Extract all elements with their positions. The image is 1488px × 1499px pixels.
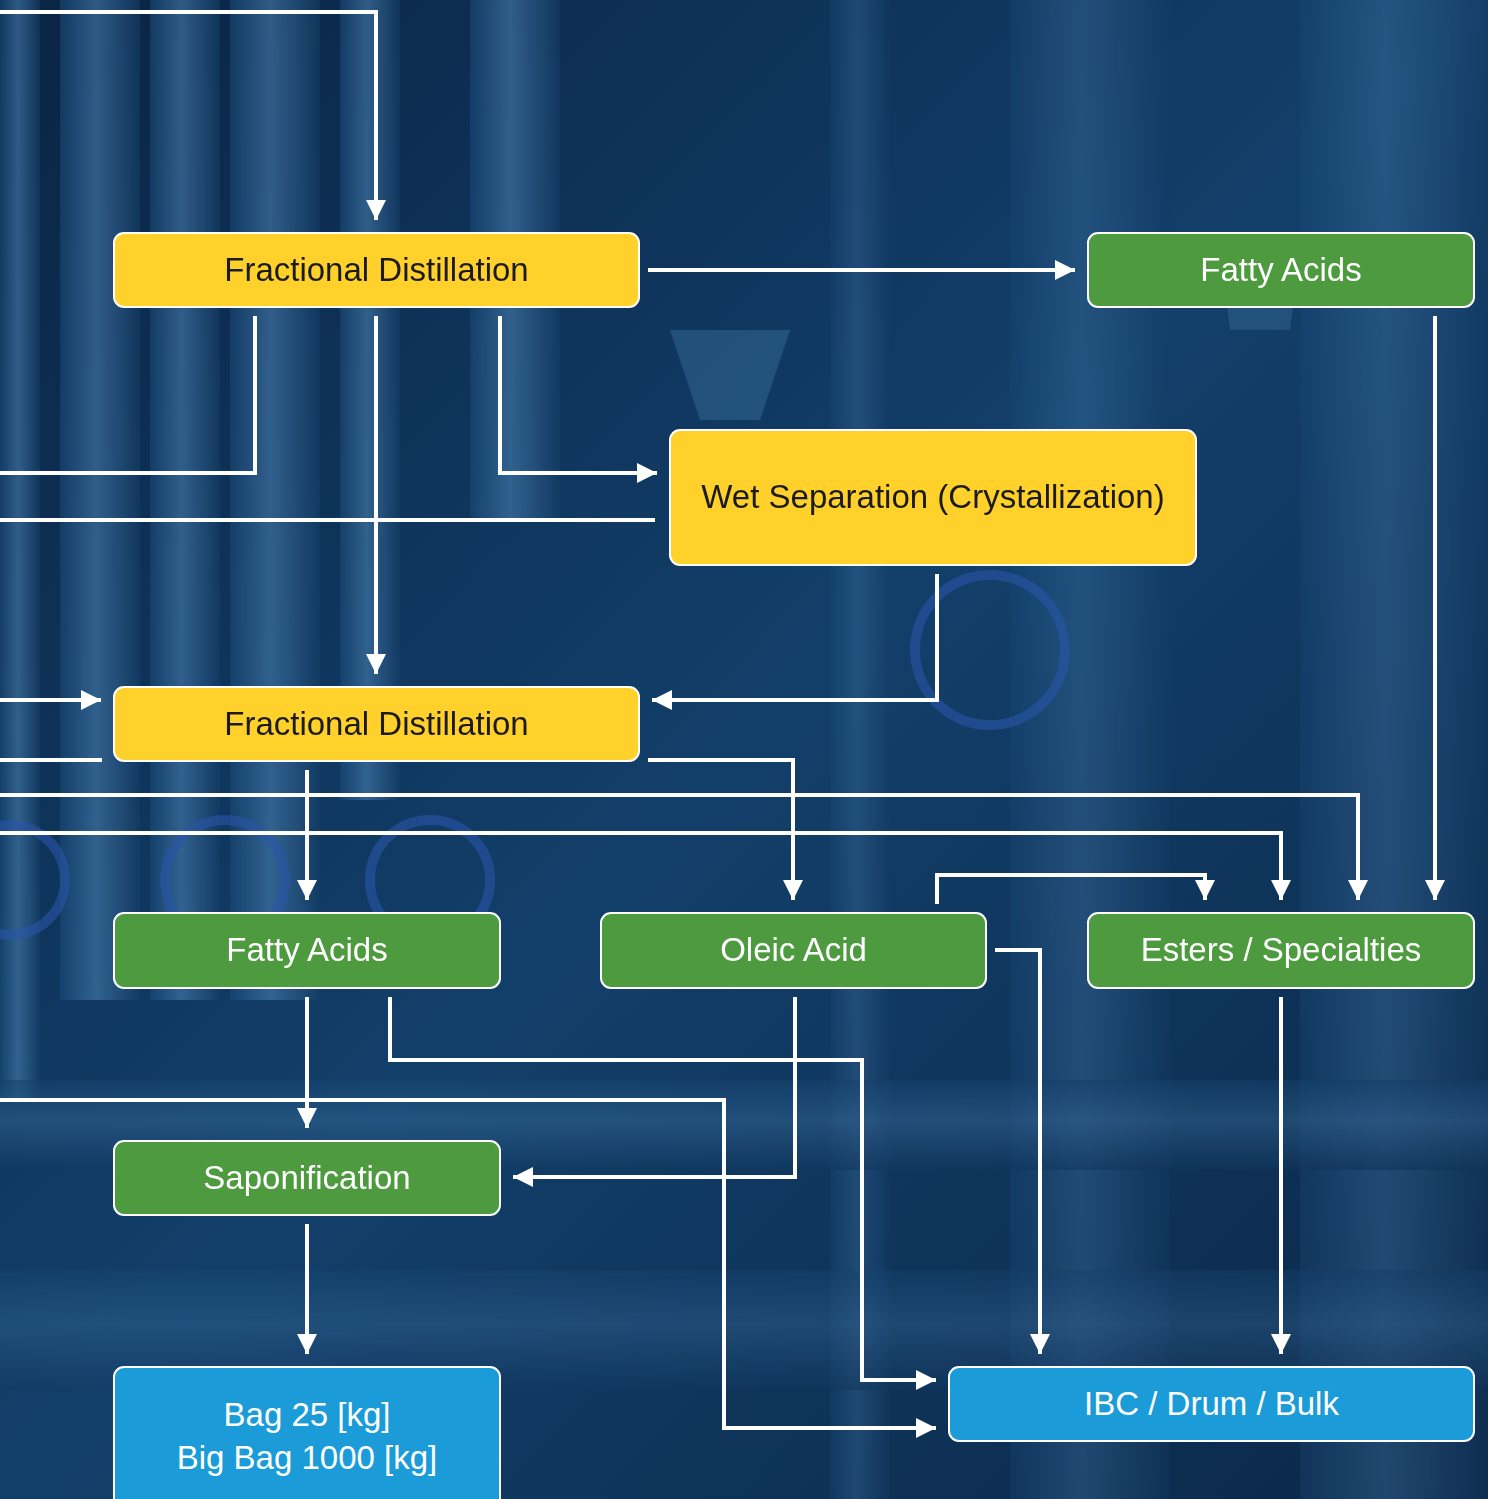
node-label: Saponification: [203, 1157, 410, 1200]
node-label: Fatty Acids: [226, 929, 387, 972]
product-box: Fatty Acids: [113, 912, 501, 989]
process-box: Wet Separation (Crystallization): [669, 429, 1197, 566]
product-box: Oleic Acid: [600, 912, 987, 989]
feed-line: [0, 698, 101, 702]
feed-line: [0, 833, 1281, 900]
flow-arrow: [648, 760, 793, 900]
node-label: Bag 25 [kg]: [224, 1394, 391, 1437]
flow-arrow: [1433, 316, 1437, 900]
feed-lines: [0, 12, 1358, 1428]
flow-arrow: [995, 950, 1040, 1354]
pipe: [60, 0, 140, 1000]
node-label: Fractional Distillation: [224, 703, 528, 746]
packaging-box: Bag 25 [kg]Big Bag 1000 [kg]: [113, 1366, 501, 1499]
feed-line: [0, 12, 376, 220]
feed-line: [0, 758, 102, 762]
node-label: Big Bag 1000 [kg]: [177, 1437, 438, 1480]
node-label: Esters / Specialties: [1141, 929, 1422, 972]
flow-arrow: [648, 268, 1075, 272]
flow-arrow: [305, 770, 309, 900]
flow-arrow: [305, 997, 309, 1128]
product-box: Fatty Acids: [1087, 232, 1475, 308]
feed-line: [0, 518, 655, 522]
flow-arrow: [500, 316, 657, 473]
valve-wheels: [0, 575, 1065, 940]
feed-line: [0, 795, 1358, 900]
flow-arrow: [652, 574, 937, 700]
flow-arrow: [1279, 997, 1283, 1354]
node-label: Wet Separation (Crystallization): [701, 476, 1164, 519]
valve-wheel: [0, 825, 65, 935]
feed-line: [0, 316, 255, 473]
flow-arrow: [305, 1224, 309, 1354]
node-label: Fatty Acids: [1200, 249, 1361, 292]
node-label: IBC / Drum / Bulk: [1084, 1383, 1339, 1426]
flow-arrow: [374, 316, 378, 674]
process-box: Fractional Distillation: [113, 232, 640, 308]
product-box: Esters / Specialties: [1087, 912, 1475, 989]
flow-arrow: [937, 875, 1205, 904]
node-label: Fractional Distillation: [224, 249, 528, 292]
node-label: Oleic Acid: [720, 929, 867, 972]
product-box: Saponification: [113, 1140, 501, 1216]
pipe: [150, 0, 220, 1000]
flow-arrow: [513, 997, 795, 1177]
pipe: [340, 0, 400, 800]
funnel: [670, 330, 790, 420]
process-box: Fractional Distillation: [113, 686, 640, 762]
packaging-box: IBC / Drum / Bulk: [948, 1366, 1475, 1442]
